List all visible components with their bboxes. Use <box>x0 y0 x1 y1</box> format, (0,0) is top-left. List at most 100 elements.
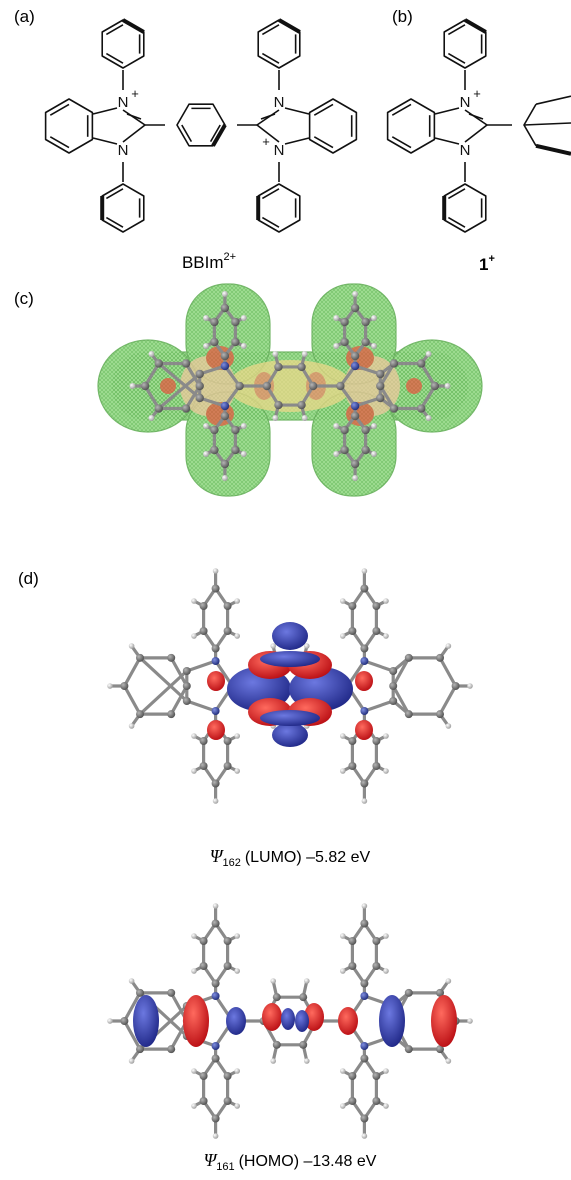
imidazole-bond <box>256 109 280 126</box>
carbon-atom <box>211 779 220 788</box>
hydrogen-atom <box>425 351 432 357</box>
carbon-atom <box>167 710 176 719</box>
carbon-atom <box>120 682 129 690</box>
carbon-atom <box>360 979 369 988</box>
nitrogen-atom <box>360 707 369 715</box>
carbon-atom <box>361 317 370 327</box>
hydrogen-atom <box>352 475 359 481</box>
hydrogen-atom <box>425 415 432 421</box>
carbon-atom <box>223 602 232 610</box>
nitrogen-atom <box>360 1042 369 1050</box>
hydrogen-atom <box>212 1133 219 1139</box>
carbon-atom <box>436 653 444 662</box>
n-phenyl-ring-bottom-double-bond <box>261 188 280 200</box>
carbon-atom <box>199 602 208 610</box>
central-phenylene-wedge-edge <box>211 123 227 147</box>
hydrogen-atom <box>383 968 389 974</box>
hydrogen-atom <box>361 568 368 574</box>
carbon-atom <box>231 317 240 327</box>
carbon-atom <box>140 381 150 391</box>
hydrogen-atom <box>234 933 240 939</box>
carbon-atom <box>372 762 381 770</box>
nitrogen-atom <box>220 401 230 411</box>
nitrogen-atom <box>211 1042 220 1050</box>
carbon-atom <box>223 1072 232 1080</box>
carbon-atom <box>308 381 318 391</box>
carbon-atom <box>372 602 381 610</box>
hydrogen-atom <box>191 1068 197 1074</box>
hydrogen-atom <box>234 633 240 639</box>
hydrogen-atom <box>445 1058 452 1064</box>
carbon-atom <box>361 337 370 347</box>
carbon-atom <box>404 1045 413 1054</box>
model-bond <box>169 684 189 716</box>
carbon-atom <box>348 737 357 745</box>
model-bond <box>419 384 437 411</box>
hydrogen-atom <box>383 933 389 939</box>
hydrogen-atom <box>128 723 135 729</box>
hydrogen-atom <box>240 315 247 321</box>
carbon-atom <box>348 1072 357 1080</box>
n-phenyl-ring-bottom-double-bond <box>105 188 124 200</box>
model-bond <box>419 361 437 388</box>
hydrogen-atom <box>240 451 247 457</box>
partial-phenyl-edge <box>535 95 571 105</box>
carbon-atom <box>231 425 240 435</box>
carbon-atom <box>372 962 381 970</box>
hydrogen-atom <box>371 343 377 349</box>
carbon-atom <box>376 369 385 379</box>
carbon-atom <box>348 627 357 635</box>
carbon-atom <box>223 762 232 770</box>
carbon-atom <box>340 445 349 455</box>
hydrogen-atom <box>234 598 240 604</box>
hydrogen-atom <box>191 733 197 739</box>
imidazole-bond <box>464 124 488 143</box>
hydrogen-atom <box>304 1058 310 1064</box>
hydrogen-atom <box>301 415 308 421</box>
charge-label: + <box>473 86 481 101</box>
carbon-atom <box>211 1054 220 1063</box>
carbon-atom <box>199 737 208 745</box>
imidazole-bond <box>92 107 118 115</box>
hydrogen-atom <box>361 798 368 804</box>
hydrogen-atom <box>203 315 209 321</box>
imidazole-double-bond <box>260 113 276 120</box>
carbon-atom <box>223 937 232 945</box>
benzo-ring-double-bond <box>49 103 70 116</box>
benzo-ring <box>44 98 94 154</box>
carbon-atom <box>360 644 369 653</box>
carbon-atom <box>372 1072 381 1080</box>
carbon-atom <box>223 737 232 745</box>
model-bond <box>353 396 382 408</box>
nitrogen-atom <box>211 707 220 715</box>
carbon-atom <box>299 1040 308 1049</box>
carbon-atom <box>272 1040 281 1049</box>
carbon-atom <box>389 667 398 675</box>
carbon-atom <box>231 445 240 455</box>
model-bond <box>362 659 395 673</box>
hydrogen-atom <box>191 968 197 974</box>
carbon-atom <box>436 710 444 719</box>
carbon-atom <box>223 962 232 970</box>
hydrogen-atom <box>212 568 219 574</box>
carbon-atom <box>220 459 230 469</box>
carbon-atom <box>404 710 413 719</box>
carbon-atom <box>360 1114 369 1123</box>
carbon-atom <box>417 359 426 368</box>
carbon-atom <box>199 1072 208 1080</box>
nitrogen-atom <box>211 992 220 1000</box>
carbon-atom <box>376 381 385 391</box>
hydrogen-atom <box>128 1058 135 1064</box>
n-phenyl-ring-top-double-bond <box>105 52 124 64</box>
imidazole-bond <box>464 109 488 126</box>
hydrogen-atom <box>270 978 277 984</box>
carbon-atom <box>220 303 230 313</box>
carbon-atom <box>340 425 349 435</box>
carbon-atom <box>195 393 204 403</box>
carbon-atom <box>389 682 398 690</box>
hydrogen-atom <box>234 733 240 739</box>
hydrogen-atom <box>148 351 155 357</box>
hydrogen-atom <box>148 415 155 421</box>
carbon-atom <box>231 337 240 347</box>
